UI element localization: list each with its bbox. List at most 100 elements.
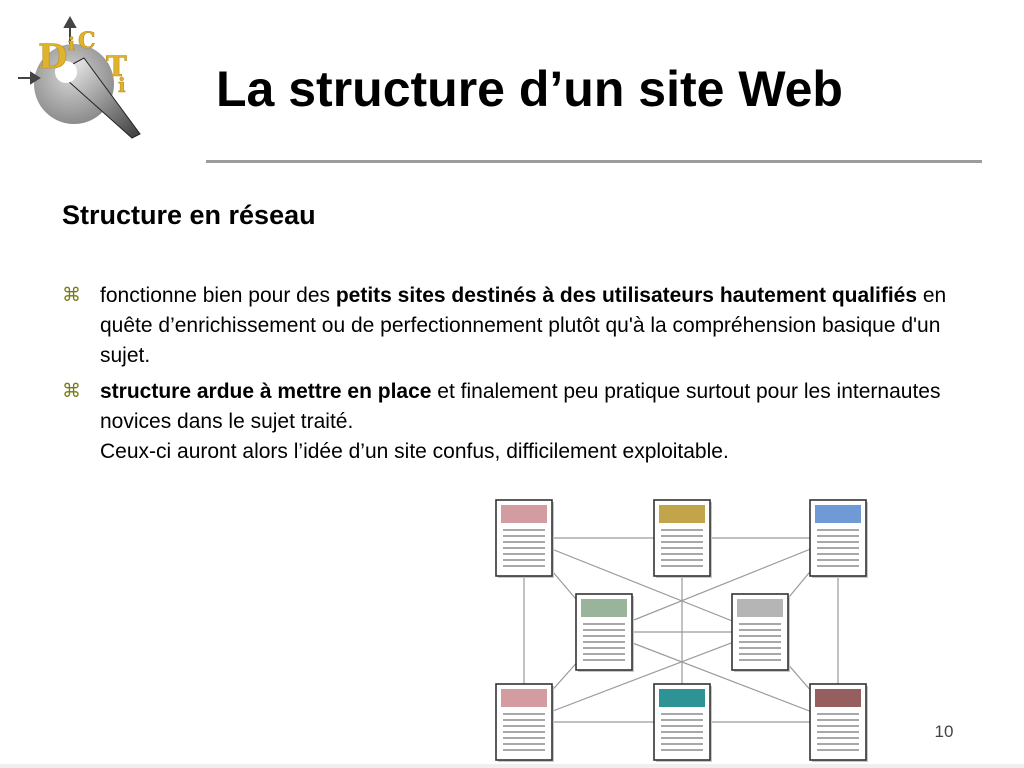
page-node-text-line — [503, 541, 545, 543]
page-node-text-line — [503, 529, 545, 531]
page-node-text-line — [661, 737, 703, 739]
title-divider — [206, 160, 982, 163]
page-node-text-line — [503, 547, 545, 549]
page-node-text-line — [503, 737, 545, 739]
page-node-text-line — [503, 743, 545, 745]
page-node-text-line — [583, 635, 625, 637]
web-page-node-top-center — [653, 499, 712, 578]
page-node-text-line — [739, 641, 781, 643]
page-node-text-line — [661, 719, 703, 721]
page-node-text-line — [661, 743, 703, 745]
diagram-link — [603, 631, 839, 723]
page-node-header — [659, 689, 705, 707]
section-heading: Structure en réseau — [62, 200, 316, 230]
page-node-text-line — [817, 713, 859, 715]
bullet-marker-icon: ⌘ — [62, 285, 81, 306]
page-node-text-line — [739, 623, 781, 625]
diagram-link — [523, 631, 761, 723]
page-node-text-line — [661, 565, 703, 567]
bullet-marker-icon: ⌘ — [62, 381, 81, 402]
page-title: La structure d’un site Web — [216, 61, 843, 117]
web-page-node-bottom-left — [495, 683, 554, 762]
svg-text:i: i — [118, 73, 126, 97]
page-node-text-line — [503, 725, 545, 727]
page-node-text-line — [817, 725, 859, 727]
page-number: 10 — [934, 722, 954, 741]
page-node-text-line — [817, 743, 859, 745]
page-node-text-line — [661, 529, 703, 531]
page-node-header — [501, 689, 547, 707]
page-node-header — [815, 689, 861, 707]
web-page-node-bottom-center — [653, 683, 712, 762]
bullet-list: ⌘ fonctionne bien pour des petits sites … — [62, 281, 972, 473]
page-node-text-line — [661, 713, 703, 715]
diagram-link — [603, 537, 839, 633]
page-node-text-line — [583, 629, 625, 631]
page-node-text-line — [817, 749, 859, 751]
bullet-text-plain: fonctionne bien pour des — [100, 284, 336, 307]
page-node-header — [659, 505, 705, 523]
page-node-text-line — [503, 749, 545, 751]
page-node-text-line — [739, 659, 781, 661]
page-node-text-line — [817, 529, 859, 531]
bullet-text-bold: petits sites destinés à des utilisateurs… — [335, 284, 918, 307]
logo-arrows — [18, 15, 77, 85]
page-node-text-line — [739, 635, 781, 637]
web-page-node-middle-left — [575, 593, 634, 672]
page-node-text-line — [817, 553, 859, 555]
web-page-node-bottom-right — [809, 683, 868, 762]
page-node-text-line — [817, 547, 859, 549]
page-node-text-line — [503, 713, 545, 715]
page-node-text-line — [739, 653, 781, 655]
page-node-text-line — [817, 565, 859, 567]
page-node-text-line — [817, 719, 859, 721]
page-node-text-line — [661, 541, 703, 543]
page-node-text-line — [817, 541, 859, 543]
page-node-text-line — [739, 647, 781, 649]
page-node-text-line — [503, 553, 545, 555]
page-node-header — [815, 505, 861, 523]
logo: D i C T i — [18, 15, 141, 139]
footer-bar — [0, 764, 1024, 768]
bullet-text-plain: et finalement peu pratique surtout pour … — [100, 380, 941, 433]
diagram-link — [523, 537, 761, 633]
page-node-header — [581, 599, 627, 617]
bullet-item: ⌘ structure ardue à mettre en place et f… — [62, 377, 972, 467]
svg-text:D: D — [38, 37, 67, 77]
page-node-text-line — [583, 647, 625, 649]
network-diagram — [495, 499, 868, 762]
page-node-text-line — [661, 547, 703, 549]
page-node-text-line — [503, 559, 545, 561]
page-node-text-line — [817, 535, 859, 537]
bullet-text-continuation: Ceux-ci auront alors l’idée d’un site co… — [100, 440, 729, 463]
web-page-node-top-left — [495, 499, 554, 578]
svg-text:C: C — [78, 28, 96, 54]
bullet-item: ⌘ fonctionne bien pour des petits sites … — [62, 281, 972, 371]
svg-text:T: T — [106, 50, 127, 83]
page-node-text-line — [583, 659, 625, 661]
page-node-text-line — [503, 719, 545, 721]
page-node-text-line — [817, 731, 859, 733]
page-node-text-line — [583, 653, 625, 655]
logo-pen-nib — [57, 57, 141, 139]
page-node-header — [737, 599, 783, 617]
logo-letters: D i C T i — [38, 28, 128, 98]
page-node-header — [501, 505, 547, 523]
page-node-text-line — [503, 535, 545, 537]
page-node-text-line — [503, 731, 545, 733]
page-node-text-line — [503, 565, 545, 567]
page-node-text-line — [661, 559, 703, 561]
page-node-text-line — [817, 737, 859, 739]
web-page-node-top-right — [809, 499, 868, 578]
page-node-text-line — [817, 559, 859, 561]
bullet-text-plain: en quête d’enrichissement ou de perfecti… — [100, 284, 947, 367]
page-node-text-line — [661, 535, 703, 537]
svg-text:i: i — [68, 34, 75, 55]
page-node-text-line — [583, 623, 625, 625]
page-node-text-line — [583, 641, 625, 643]
page-node-text-line — [661, 731, 703, 733]
page-node-text-line — [661, 749, 703, 751]
web-page-node-middle-right — [731, 593, 790, 672]
page-node-text-line — [739, 629, 781, 631]
page-node-text-line — [661, 725, 703, 727]
